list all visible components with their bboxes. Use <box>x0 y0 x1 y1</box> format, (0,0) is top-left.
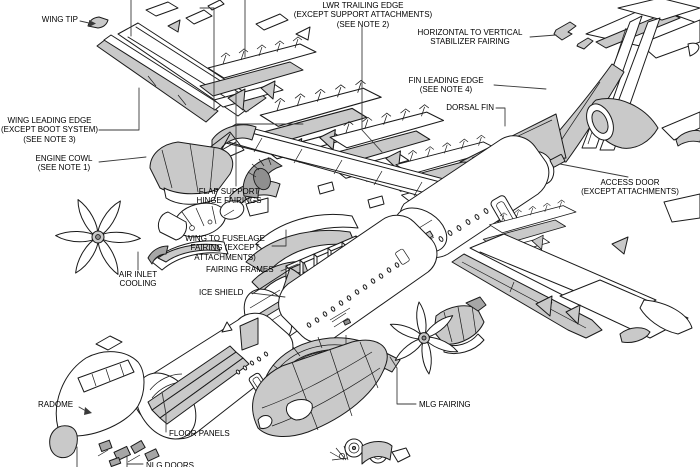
label-fairing-frames: FAIRING FRAMES <box>206 265 274 274</box>
label-wing-leading-edge: WING LEADING EDGE (EXCEPT BOOT SYSTEM) (… <box>0 116 99 144</box>
left-engine-group <box>149 131 283 241</box>
label-wing-tip: WING TIP <box>41 15 78 24</box>
label-flap-support-hinge-fairings: FLAP SUPPORT HINGE FAIRINGS <box>196 187 262 206</box>
misc-bottom-parts <box>329 441 411 465</box>
label-horizontal-to-vertical: HORIZONTAL TO VERTICAL STABILIZER FAIRIN… <box>417 28 523 47</box>
leader-lines <box>76 0 629 467</box>
center-fuselage <box>278 214 438 344</box>
label-nlg-doors: NLG DOORS <box>146 461 195 467</box>
label-floor-panels: FLOOR PANELS <box>169 429 230 438</box>
label-ice-shield: ICE SHIELD <box>199 288 244 297</box>
label-access-door: ACCESS DOOR (EXCEPT ATTACHMENTS) <box>581 178 679 197</box>
label-lwr-trailing-edge: LWR TRAILING EDGE (EXCEPT SUPPORT ATTACH… <box>293 1 433 29</box>
label-wing-to-fuselage-fairing: WING TO FUSELAGE FAIRING (EXCEPT ATTACHM… <box>185 234 265 262</box>
nose-section <box>49 351 145 459</box>
label-fin-leading-edge: FIN LEADING EDGE (SEE NOTE 4) <box>408 76 484 95</box>
label-dorsal-fin: DORSAL FIN <box>446 103 494 112</box>
label-engine-cowl: ENGINE COWL (SEE NOTE 1) <box>35 154 93 173</box>
left-propeller <box>55 199 141 275</box>
label-radome: RADOME <box>38 400 74 409</box>
nlg-door-parts <box>97 439 160 467</box>
right-engine-group <box>389 296 487 375</box>
right-outer-wing <box>451 199 693 343</box>
mlg-belly-fairing <box>239 317 401 437</box>
label-mlg-fairing: MLG FAIRING <box>419 400 471 409</box>
label-air-inlet-cooling: AIR INLET COOLING <box>118 270 158 289</box>
air-inlet-cooling-duct <box>147 240 229 271</box>
